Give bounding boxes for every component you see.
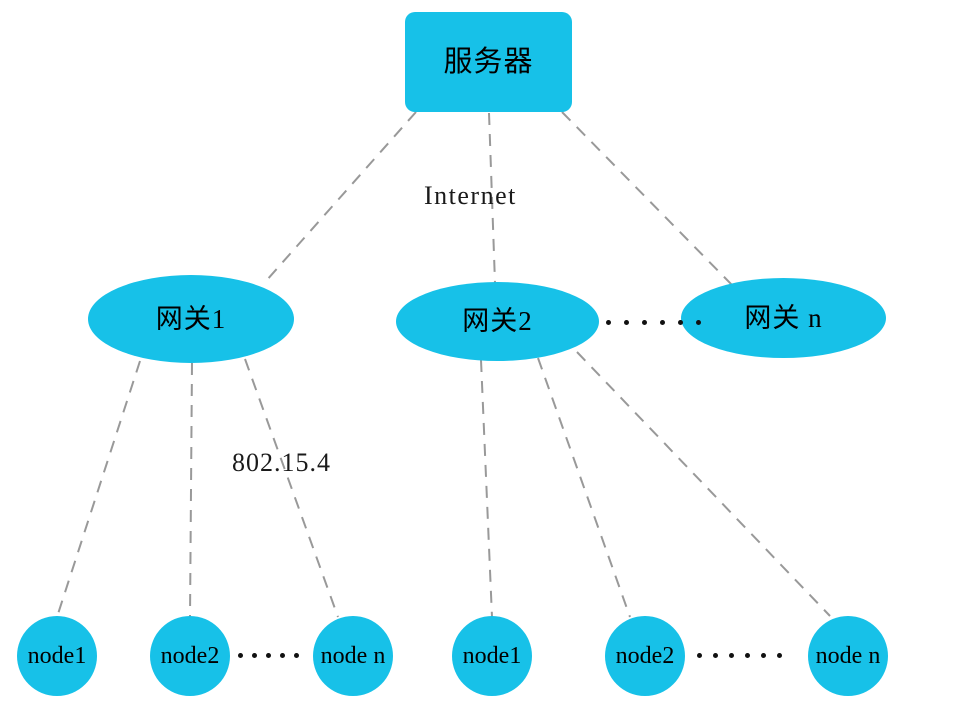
server-node[interactable]: 服务器 bbox=[405, 12, 572, 112]
gateway-ellipsis-dots bbox=[606, 320, 701, 325]
ellipsis-dot bbox=[660, 320, 665, 325]
gateway-1-label: 网关1 bbox=[155, 303, 227, 334]
leaf-node-g2-node-n[interactable]: node n bbox=[808, 616, 888, 696]
ellipsis-dot bbox=[606, 320, 611, 325]
ieee-802-15-4-link-label: 802.15.4 bbox=[232, 448, 331, 477]
leaf-node-label: node1 bbox=[462, 643, 522, 669]
ellipsis-dot bbox=[745, 653, 750, 658]
ellipsis-dot bbox=[777, 653, 782, 658]
internet-link-label: Internet bbox=[424, 181, 517, 210]
ellipsis-dot bbox=[713, 653, 718, 658]
leaf-node-label: node n bbox=[815, 643, 881, 669]
gateway-2-label: 网关2 bbox=[462, 306, 533, 336]
ellipsis-dot bbox=[624, 320, 629, 325]
gateway-node-2[interactable]: 网关2 bbox=[396, 282, 599, 361]
edge-gateway-1-to-node2 bbox=[189, 362, 193, 618]
leaf-node-g1-node2[interactable]: node2 bbox=[150, 616, 230, 696]
ellipsis-dot bbox=[252, 653, 257, 658]
leaf-group-1-ellipsis-dots bbox=[238, 653, 299, 658]
leaf-node-g2-node2[interactable]: node2 bbox=[605, 616, 685, 696]
gateway-n-label: 网关 n bbox=[744, 302, 823, 333]
ellipsis-dot bbox=[642, 320, 647, 325]
ellipsis-dot bbox=[280, 653, 285, 658]
edge-server-to-gateway-2 bbox=[488, 112, 496, 284]
leaf-node-label: node1 bbox=[27, 643, 87, 669]
server-label: 服务器 bbox=[443, 45, 534, 78]
edge-server-to-gateway-n bbox=[561, 111, 734, 287]
leaf-node-g1-node1[interactable]: node1 bbox=[17, 616, 97, 696]
ellipsis-dot bbox=[696, 320, 701, 325]
leaf-group-2-ellipsis-dots bbox=[697, 653, 782, 658]
edge-gateway-2-to-node-n bbox=[576, 351, 831, 617]
ellipsis-dot bbox=[266, 653, 271, 658]
gateway-node-n[interactable]: 网关 n bbox=[681, 278, 886, 358]
ellipsis-dot bbox=[294, 653, 299, 658]
ellipsis-dot bbox=[678, 320, 683, 325]
edge-gateway-1-to-node-n bbox=[244, 358, 339, 618]
gateway-node-1[interactable]: 网关1 bbox=[88, 275, 294, 363]
edge-server-to-gateway-1 bbox=[265, 111, 417, 282]
ellipsis-dot bbox=[761, 653, 766, 658]
leaf-node-g2-node1[interactable]: node1 bbox=[452, 616, 532, 696]
ellipsis-dot bbox=[697, 653, 702, 658]
edge-gateway-2-to-node1 bbox=[480, 359, 493, 618]
leaf-node-label: node2 bbox=[615, 643, 675, 669]
leaf-node-label: node2 bbox=[160, 643, 220, 669]
leaf-node-label: node n bbox=[320, 643, 386, 669]
ellipsis-dot bbox=[729, 653, 734, 658]
edge-gateway-2-to-node2 bbox=[537, 357, 631, 618]
edge-gateway-1-to-node1 bbox=[56, 360, 141, 618]
ellipsis-dot bbox=[238, 653, 243, 658]
leaf-node-g1-node-n[interactable]: node n bbox=[313, 616, 393, 696]
